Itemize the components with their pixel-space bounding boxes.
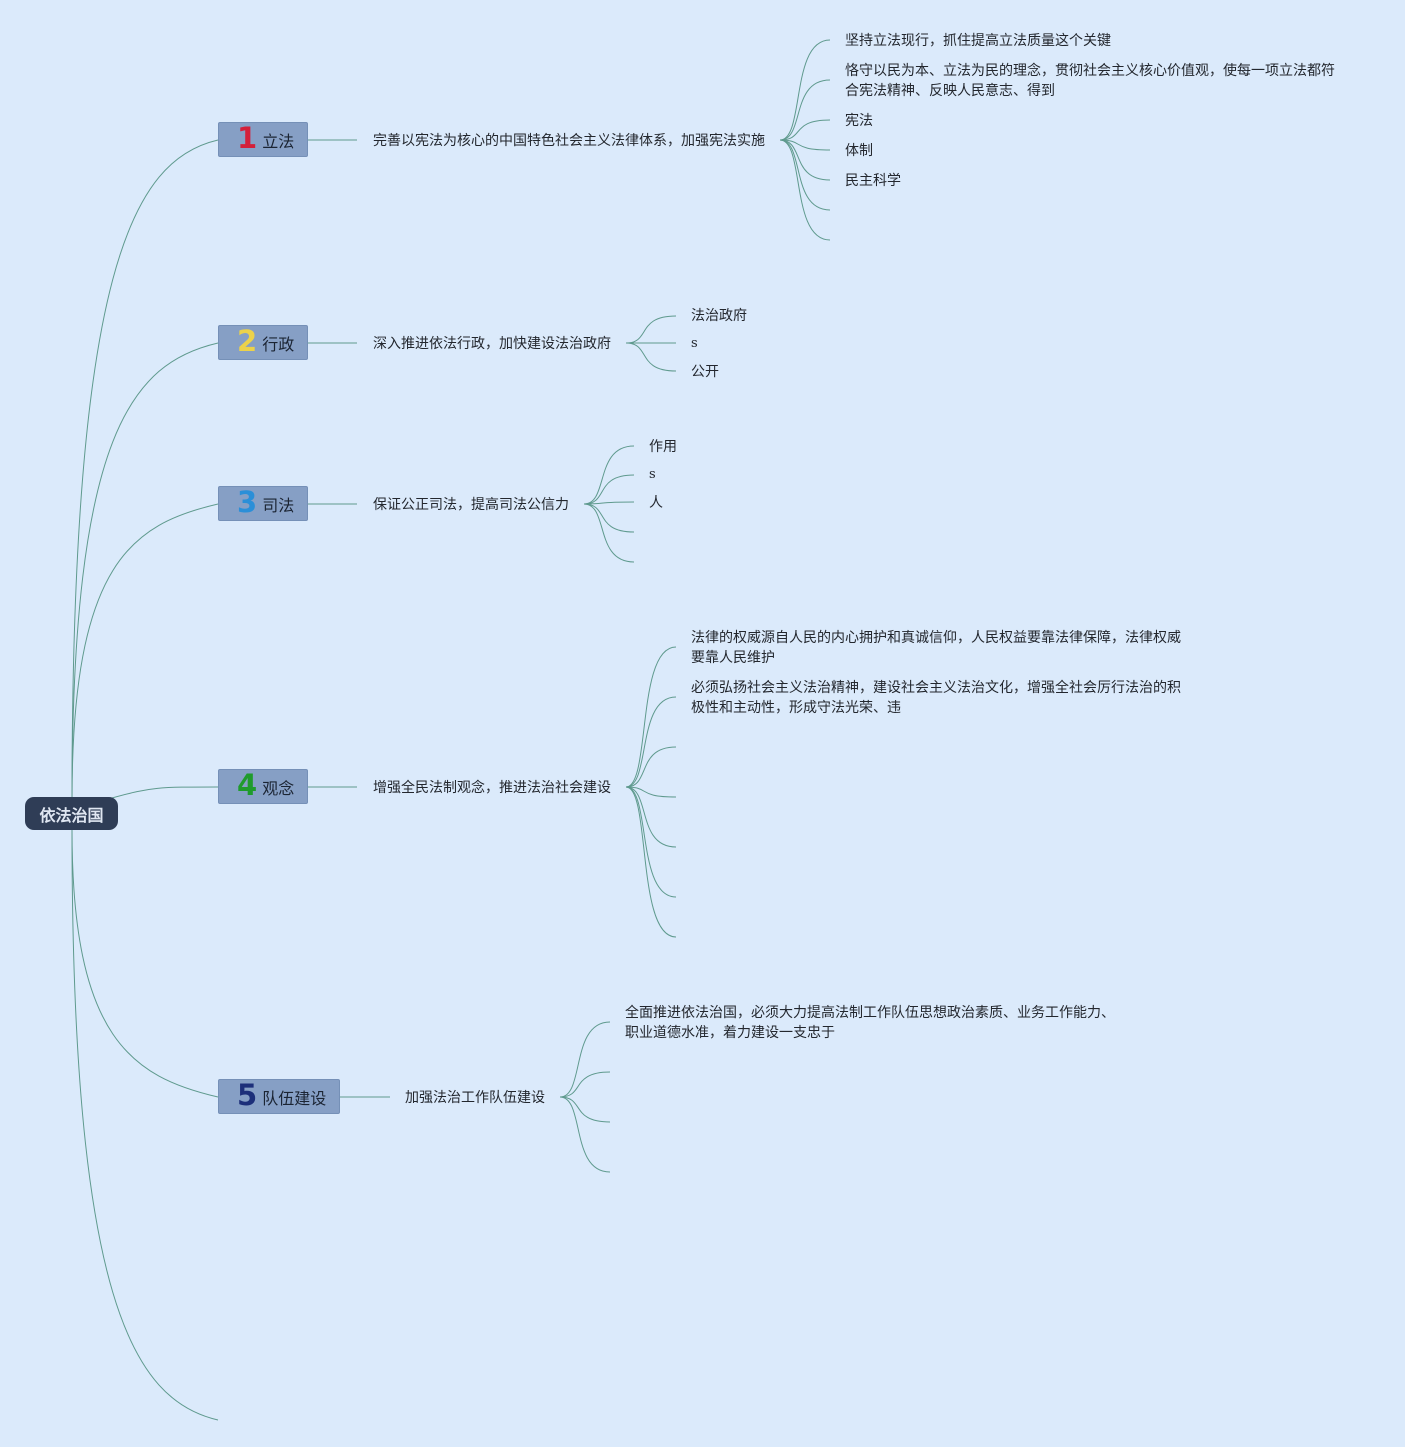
fan-legislation-5 (779, 139, 831, 181)
leaf-administration-3[interactable]: 公开 (691, 364, 719, 380)
fan-legislation-4 (779, 139, 831, 151)
leaf-administration-2[interactable]: s (691, 336, 698, 351)
branch-label: 司法 (262, 495, 295, 515)
number-1-icon: 1 (237, 121, 258, 155)
fan-administration-1 (625, 315, 677, 344)
branch-judiciary[interactable]: 3 司法 (218, 486, 308, 521)
branch-legislation[interactable]: 1 立法 (218, 122, 308, 157)
fan-legislation-6 (779, 139, 831, 211)
leaf-legislation-2[interactable]: 恪守以民为本、立法为民的理念，贯彻社会主义核心价值观，使每一项立法都符合宪法精神… (845, 63, 1335, 99)
fan-awareness-5 (625, 786, 677, 848)
fan-awareness-6 (625, 786, 677, 898)
number-2-icon: 2 (237, 324, 258, 358)
subtopic-team-building[interactable]: 加强法治工作队伍建设 (405, 1090, 545, 1106)
fan-judiciary-3 (583, 501, 635, 505)
number-3-icon: 3 (237, 485, 258, 519)
fan-awareness-7 (625, 786, 677, 938)
fan-administration-3 (625, 342, 677, 372)
fan-legislation-2 (779, 79, 831, 141)
subtopic-judiciary[interactable]: 保证公正司法，提高司法公信力 (373, 497, 569, 513)
fan-judiciary-5 (583, 503, 635, 563)
fan-team-building-4 (559, 1096, 611, 1173)
branch-team-building[interactable]: 5 队伍建设 (218, 1079, 340, 1114)
branch-label: 观念 (262, 778, 295, 798)
fan-awareness-4 (625, 786, 677, 798)
branch-label: 队伍建设 (262, 1088, 327, 1108)
branch-awareness[interactable]: 4 观念 (218, 769, 308, 804)
leaf-awareness-1[interactable]: 法律的权威源自人民的内心拥护和真诚信仰，人民权益要靠法律保障，法律权威要靠人民维… (691, 630, 1181, 666)
fan-legislation-7 (779, 139, 831, 241)
fan-judiciary-1 (583, 445, 635, 505)
leaf-legislation-5[interactable]: 民主科学 (845, 173, 901, 189)
number-4-icon: 4 (237, 768, 258, 802)
fan-legislation-3 (779, 119, 831, 141)
root-topic[interactable]: 依法治国 (25, 797, 118, 830)
number-5-icon: 5 (237, 1078, 258, 1112)
subtopic-administration[interactable]: 深入推进依法行政，加快建设法治政府 (373, 336, 611, 352)
branch-label: 立法 (262, 131, 295, 151)
leaf-legislation-3[interactable]: 宪法 (845, 113, 873, 129)
root-link-2 (71, 342, 219, 801)
leaf-judiciary-2[interactable]: s (649, 467, 656, 482)
fan-awareness-3 (625, 746, 677, 788)
fan-awareness-1 (625, 646, 677, 788)
fan-awareness-2 (625, 696, 677, 788)
leaf-judiciary-1[interactable]: 作用 (649, 439, 677, 455)
subtopic-awareness[interactable]: 增强全民法制观念，推进法治社会建设 (373, 780, 611, 796)
leaf-administration-1[interactable]: 法治政府 (691, 308, 747, 324)
leaf-legislation-1[interactable]: 坚持立法现行，抓住提高立法质量这个关键 (845, 33, 1111, 49)
root-link-3 (71, 503, 219, 801)
fan-team-building-3 (559, 1096, 611, 1123)
fan-legislation-1 (779, 39, 831, 141)
leaf-legislation-4[interactable]: 体制 (845, 143, 873, 159)
branch-label: 行政 (262, 334, 295, 354)
subtopic-legislation[interactable]: 完善以宪法为核心的中国特色社会主义法律体系，加强宪法实施 (373, 133, 765, 149)
fan-judiciary-4 (583, 503, 635, 533)
root-link-6 (71, 829, 219, 1421)
root-link-1 (71, 139, 219, 801)
fan-judiciary-2 (583, 474, 635, 505)
branch-administration[interactable]: 2 行政 (218, 325, 308, 360)
leaf-judiciary-3[interactable]: 人 (649, 495, 663, 511)
root-link-4 (111, 786, 219, 799)
root-link-5 (71, 829, 219, 1098)
leaf-awareness-2[interactable]: 必须弘扬社会主义法治精神，建设社会主义法治文化，增强全社会厉行法治的积极性和主动… (691, 680, 1181, 716)
leaf-team-building-1[interactable]: 全面推进依法治国，必须大力提高法制工作队伍思想政治素质、业务工作能力、职业道德水… (625, 1005, 1115, 1041)
fan-team-building-2 (559, 1071, 611, 1098)
fan-team-building-1 (559, 1021, 611, 1098)
